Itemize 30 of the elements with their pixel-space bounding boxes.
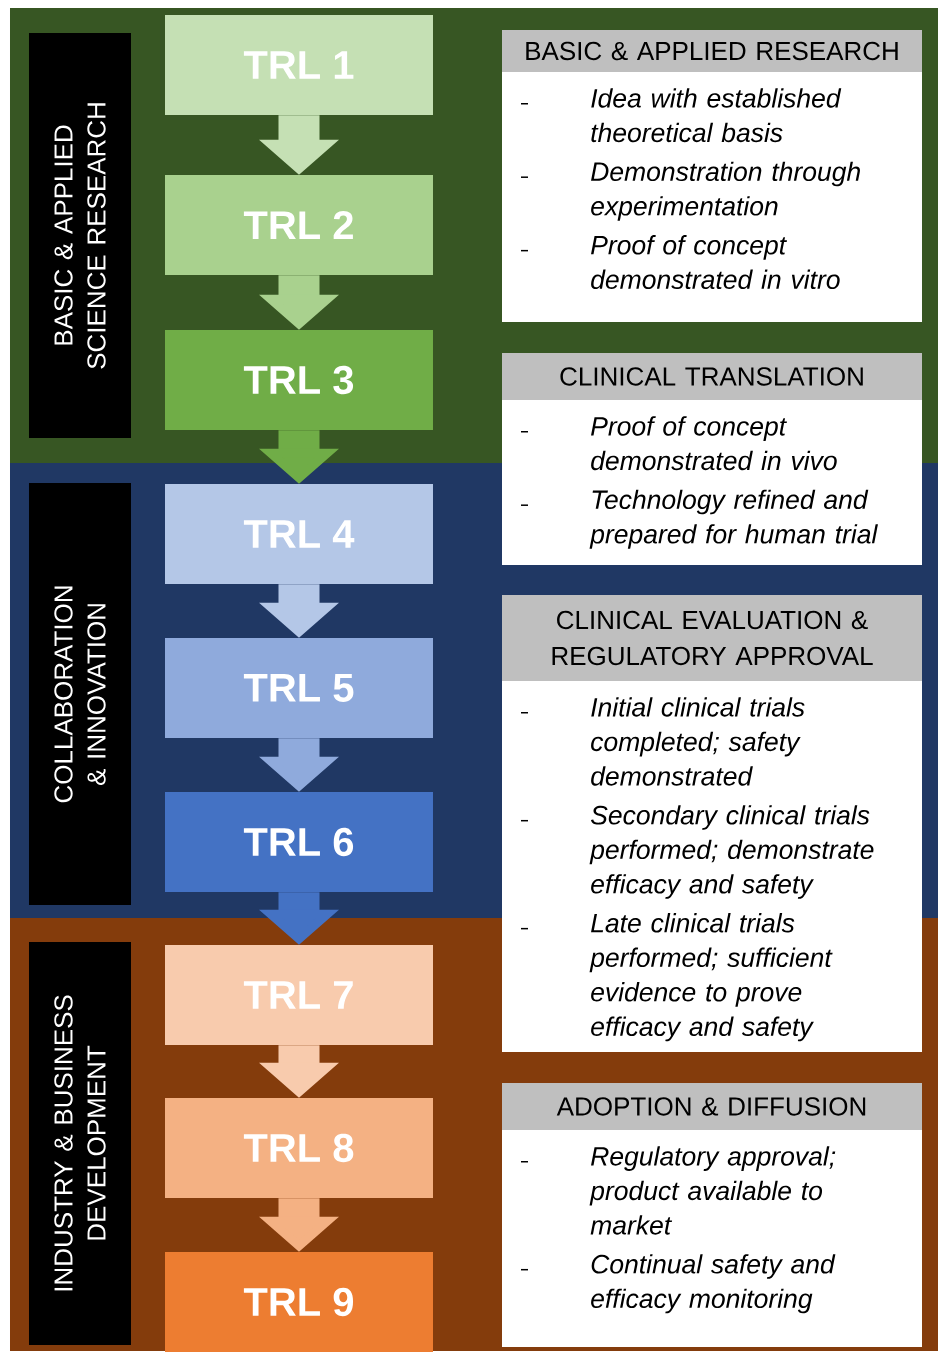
info-card [502,1083,922,1347]
bullet-item: Demonstration through experimentation [521,161,860,221]
level-box: TRL 2 [165,175,433,275]
bullet-item: Proof of concept demonstrated in vivo [521,416,837,471]
bullet-item: Initial clinical trials completed; safety demonstrated [521,697,805,786]
level-box: TRL 1 [165,15,433,115]
level-box: TRL 7 [165,945,433,1045]
bullet-item: Continual safety and efficacy monitoring [521,1254,836,1314]
level-box: TRL 5 [165,638,433,738]
level-box: TRL 8 [165,1098,433,1198]
bullet-item: Proof of concept demonstrated in vitro [521,235,840,290]
level-box: TRL 3 [165,330,433,430]
card-heading: CLINICAL TRANSLATION [502,353,922,400]
level-box: TRL 6 [165,792,433,892]
info-card [502,595,922,1052]
side-label-box: INDUSTRY & BUSINESS DEVELOPMENT [29,942,131,1345]
bullet-item: Regulatory approval; product available to market [521,1146,836,1235]
info-card [502,30,922,322]
card-heading: BASIC & APPLIED RESEARCH [502,30,922,72]
level-box: TRL 9 [165,1252,433,1352]
card-heading: CLINICAL EVALUATION & REGULATORY APPROVAL [502,595,922,681]
bullet-item: Secondary clinical trials performed; demonstrate efficacy and safety [521,805,874,899]
side-label-box: COLLABORATION & INNOVATION [29,483,131,905]
card-heading: ADOPTION & DIFFUSION [502,1083,922,1130]
bullet-item: Late clinical trials performed; sufficient evidence to prove efficacy and safety [521,913,833,1042]
info-card [502,353,922,565]
bullet-item: Idea with established theoretical basis [521,88,842,143]
side-label-box: BASIC & APPLIED SCIENCE RESEARCH [29,33,131,438]
bullet-item: Technology refined and prepared for human trial [521,489,878,549]
level-box: TRL 4 [165,484,433,584]
